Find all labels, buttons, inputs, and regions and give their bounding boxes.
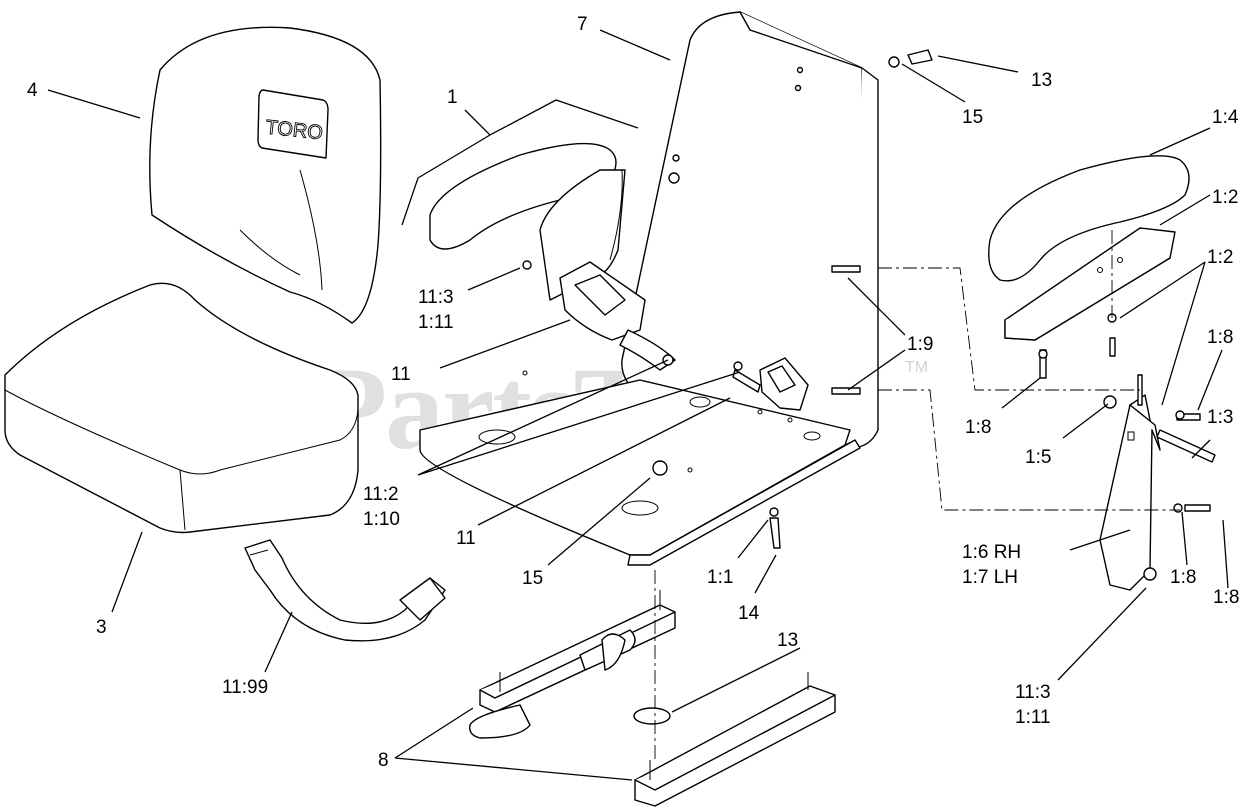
callout-1-11-left: 1:11 [418, 312, 454, 333]
right-armrest-bracket[interactable] [1004, 227, 1176, 341]
callout-14: 15 [522, 568, 543, 589]
fasteners[interactable] [652, 49, 1216, 581]
callout-7: 7 [577, 14, 588, 35]
callout-11-2: 11:2 [363, 484, 399, 505]
callout-1: 1 [447, 87, 458, 108]
seat-slide-rail-right[interactable] [634, 672, 836, 807]
callout-1-6-rh: 1:6 RH [962, 542, 1021, 563]
callout-15-lower: 1:1 [707, 567, 733, 588]
callout-15-upper: 15 [962, 107, 983, 128]
right-armrest-pad[interactable] [988, 155, 1190, 282]
toro-logo: TORO [257, 89, 329, 159]
callout-1-5: 1:5 [1025, 447, 1051, 468]
callout-13-upper: 13 [1031, 70, 1052, 91]
seat-slide-rail-left[interactable] [469, 590, 676, 739]
bumper[interactable] [633, 707, 671, 725]
callout-1-11-right: 1:11 [1015, 707, 1051, 728]
callout-1-9: 1:9 [907, 334, 933, 355]
seat-belt-strap[interactable] [244, 539, 446, 642]
callout-1-8-lower: 1:8 [1213, 587, 1239, 608]
callout-13-lower: 14 [738, 603, 760, 624]
callout-11-lower: 11 [456, 528, 476, 549]
left-armrest-assembly[interactable] [429, 142, 626, 301]
callouts: 7 4 1 11:3 1:11 11 11:2 1:10 11 15 1:1 1… [27, 14, 1239, 771]
callout-1-4: 1:2 [1212, 187, 1238, 208]
callout-1-2-lower: 1:8 [1170, 567, 1196, 588]
seat-belt-left[interactable] [522, 260, 676, 371]
seat-pan-plate[interactable] [419, 370, 861, 566]
callout-1-7-lh: 1:7 LH [962, 567, 1018, 588]
callout-11-99: 11:99 [222, 677, 268, 698]
callout-1-8-left: 1:8 [965, 417, 991, 438]
callout-12: 13 [777, 630, 798, 651]
callout-3: 3 [96, 617, 107, 638]
seat-belt-right[interactable] [732, 357, 809, 411]
callout-11-upper: 11 [391, 364, 411, 385]
callout-1-1: 1:4 [1212, 107, 1239, 128]
seat-cushion[interactable] [4, 282, 359, 534]
callout-11-3-left: 11:3 [418, 287, 454, 308]
leader-lines [47, 29, 1229, 781]
watermark-tm: TM [905, 359, 928, 376]
seat-back-frame[interactable] [621, 11, 879, 449]
callout-11-3-right: 11:3 [1015, 682, 1051, 703]
callout-1-2-upper: 1:2 [1207, 247, 1233, 268]
callout-1-3: 1:3 [1207, 407, 1233, 428]
callout-8: 8 [378, 750, 389, 771]
callout-4: 4 [27, 80, 38, 101]
assembly-lines [654, 230, 1180, 760]
seat-back-cushion[interactable]: TORO [149, 26, 382, 324]
callout-1-8-upper: 1:8 [1207, 327, 1233, 348]
callout-1-10: 1:10 [363, 509, 400, 530]
